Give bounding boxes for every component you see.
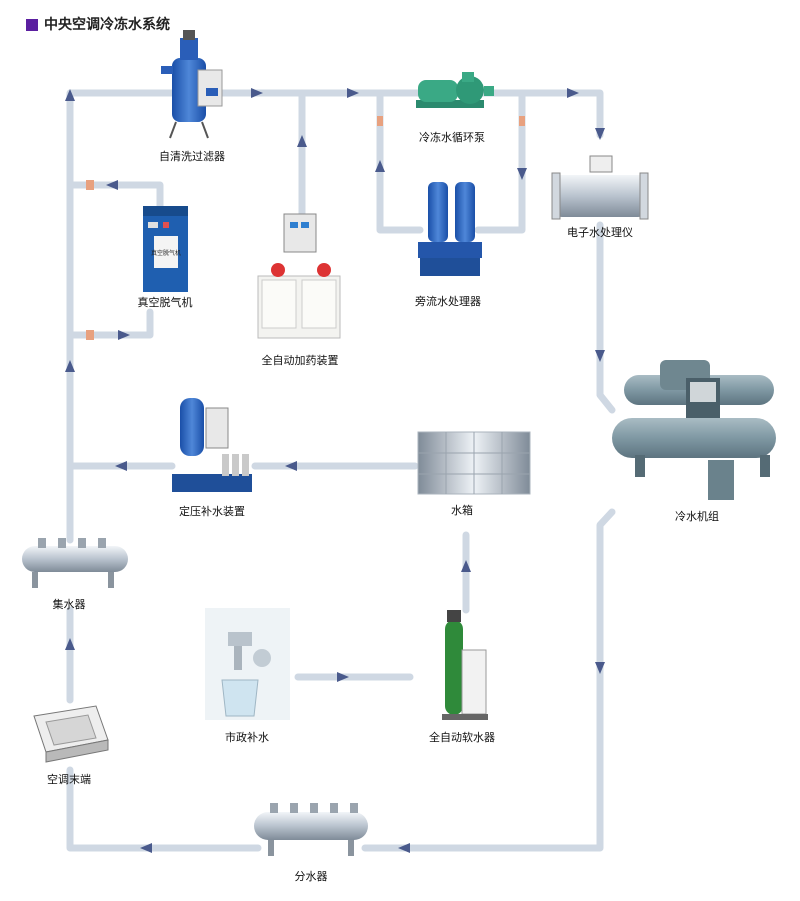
ac-terminal [33, 705, 109, 763]
label-vacuum-degasser: 真空脱气机 [138, 295, 193, 309]
label-bypass-treater: 旁流水处理器 [415, 294, 481, 308]
label-pressure-makeup: 定压补水装置 [179, 504, 245, 518]
vacuum-degasser: 真空脱气机 [143, 206, 188, 292]
label-chilled-pump: 冷冻水循环泵 [419, 130, 485, 144]
arrow-left-icon [106, 180, 118, 190]
flow-arrows [65, 88, 605, 853]
bypass-treater [418, 182, 482, 276]
auto-softener [442, 610, 488, 720]
pipe-top-main [66, 89, 604, 334]
label-auto-softener: 全自动软水器 [429, 730, 495, 744]
water-distributor [254, 803, 368, 856]
electronic-treater [551, 155, 649, 220]
label-water-collector: 集水器 [53, 597, 86, 611]
municipal-water [205, 608, 290, 720]
water-tank [417, 431, 531, 495]
water-collector [22, 538, 128, 588]
pipe-bypass-loop [376, 89, 424, 234]
label-electronic-treater: 电子水处理仪 [567, 226, 633, 239]
pipe-degasser-bottom [66, 308, 154, 339]
arrow-right-icon [118, 330, 130, 340]
valve-icon [377, 116, 383, 126]
arrow-right-icon [567, 88, 579, 98]
valve-icon [86, 180, 94, 190]
title-marker [26, 19, 38, 31]
label-water-distributor: 分水器 [295, 870, 328, 883]
arrow-up-icon [297, 135, 307, 147]
label-self-clean-filter: 自清洗过滤器 [159, 150, 225, 163]
arrow-up-icon [461, 560, 471, 572]
diagram-title: 中央空调冷冻水系统 [44, 17, 170, 33]
arrow-down-icon [595, 662, 605, 674]
labels: 自清洗过滤器 冷冻水循环泵 电子水处理仪 真空脱气机 全自动加药装置 旁流水处理… [47, 130, 719, 883]
auto-dosing [257, 213, 341, 339]
arrow-down-icon [595, 350, 605, 362]
arrow-right-icon [251, 88, 263, 98]
pressure-makeup [172, 398, 252, 492]
pipes [66, 89, 616, 852]
label-auto-dosing: 全自动加药装置 [262, 353, 339, 367]
valves [86, 116, 525, 340]
arrow-up-icon [65, 360, 75, 372]
chiller [612, 360, 776, 500]
arrow-up-icon [65, 638, 75, 650]
pipe-terminal-distributor [66, 766, 262, 852]
arrow-left-icon [398, 843, 410, 853]
label-water-tank: 水箱 [451, 503, 473, 517]
arrow-up-icon [375, 160, 385, 172]
pipe-to-chiller [596, 221, 616, 414]
arrow-down-icon [595, 128, 605, 140]
label-ac-terminal: 空调末端 [47, 772, 91, 786]
pipe-degasser-top [66, 181, 164, 212]
pipe-chiller-distributor [361, 508, 616, 852]
valve-icon [519, 116, 525, 126]
arrow-right-icon [337, 672, 349, 682]
arrow-left-icon [140, 843, 152, 853]
chilled-pump [416, 72, 494, 108]
pipe-bypass-return [474, 89, 526, 234]
arrow-up-icon [65, 89, 75, 101]
arrow-left-icon [285, 461, 297, 471]
label-municipal-water: 市政补水 [225, 730, 269, 744]
valve-icon [86, 330, 94, 340]
arrow-down-icon [517, 168, 527, 180]
arrow-right-icon [347, 88, 359, 98]
degasser-panel-text: 真空脱气机 [151, 249, 181, 257]
arrow-left-icon [115, 461, 127, 471]
label-chiller: 冷水机组 [675, 509, 719, 523]
self-clean-filter [161, 30, 223, 139]
